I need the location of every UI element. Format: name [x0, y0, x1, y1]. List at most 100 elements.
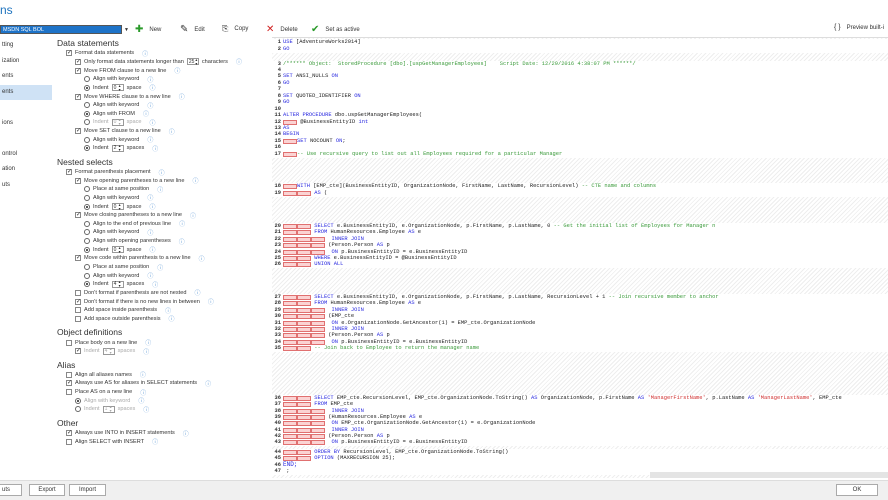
- checkbox[interactable]: [75, 307, 81, 314]
- radio-button[interactable]: [84, 246, 90, 253]
- copy-button[interactable]: ⎘Copy: [222, 24, 248, 34]
- info-icon[interactable]: ⓘ: [149, 205, 156, 212]
- info-icon[interactable]: ⓘ: [235, 60, 242, 67]
- sidebar-item[interactable]: [0, 131, 52, 147]
- info-icon[interactable]: ⓘ: [145, 341, 152, 348]
- checkbox[interactable]: ✓: [75, 348, 82, 355]
- radio-button[interactable]: [84, 281, 90, 288]
- checkbox[interactable]: ✓: [75, 128, 82, 135]
- delete-button[interactable]: ✕Delete: [266, 24, 298, 35]
- checkbox[interactable]: ✓: [75, 67, 82, 74]
- info-icon[interactable]: ⓘ: [207, 300, 214, 307]
- checkbox[interactable]: ✓: [66, 169, 73, 175]
- number-stepper[interactable]: 0▲▼: [111, 83, 124, 92]
- new-button[interactable]: ✚New: [135, 24, 161, 35]
- checkbox[interactable]: ✓: [66, 50, 73, 57]
- checkbox[interactable]: ✓: [75, 58, 82, 65]
- checkbox[interactable]: [66, 371, 72, 378]
- checkbox[interactable]: ✓: [75, 93, 82, 100]
- profile-dropdown[interactable]: MSDN SQL BOL: [0, 25, 122, 34]
- info-icon[interactable]: ⓘ: [152, 146, 159, 153]
- sidebar-item[interactable]: ation: [2, 166, 16, 172]
- number-stepper[interactable]: 4▲▼: [102, 347, 115, 356]
- sidebar-item[interactable]: ions: [2, 119, 14, 126]
- stepper-arrows-icon[interactable]: ▲▼: [117, 280, 122, 289]
- info-icon[interactable]: ⓘ: [147, 103, 154, 110]
- number-stepper[interactable]: 2▲▼: [111, 144, 124, 152]
- stepper-arrows-icon[interactable]: ▲▼: [194, 57, 199, 66]
- info-icon[interactable]: ⓘ: [140, 390, 147, 397]
- info-icon[interactable]: ⓘ: [168, 317, 175, 324]
- info-icon[interactable]: ⓘ: [205, 381, 212, 388]
- chevron-down-icon[interactable]: ▼: [124, 27, 129, 33]
- radio-button[interactable]: [84, 76, 90, 83]
- edit-button[interactable]: ✎Edit: [180, 24, 205, 35]
- radio-button[interactable]: [84, 203, 90, 210]
- stepper-arrows-icon[interactable]: ▲▼: [117, 245, 122, 254]
- checkbox[interactable]: ✓: [75, 298, 82, 305]
- stepper-arrows-icon[interactable]: ▲▼: [117, 83, 122, 92]
- checkbox[interactable]: ✓: [75, 177, 82, 184]
- info-icon[interactable]: ⓘ: [178, 239, 185, 246]
- horizontal-scrollbar[interactable]: [650, 472, 888, 478]
- info-icon[interactable]: ⓘ: [139, 373, 146, 380]
- radio-button[interactable]: [84, 145, 90, 152]
- info-icon[interactable]: ⓘ: [165, 308, 172, 315]
- info-icon[interactable]: ⓘ: [194, 291, 201, 298]
- checkbox[interactable]: ✓: [75, 212, 82, 219]
- checkbox[interactable]: ✓: [66, 380, 73, 387]
- sidebar-item[interactable]: ents: [0, 84, 52, 100]
- info-icon[interactable]: ⓘ: [157, 265, 164, 272]
- info-icon[interactable]: ⓘ: [142, 51, 149, 58]
- number-stepper[interactable]: 0▲▼: [111, 202, 124, 211]
- checkbox[interactable]: [75, 315, 81, 322]
- import-button[interactable]: Import: [69, 484, 106, 496]
- info-icon[interactable]: ⓘ: [147, 196, 154, 203]
- stepper-arrows-icon[interactable]: ▲▼: [108, 347, 113, 356]
- number-stepper[interactable]: 0▲▼: [111, 245, 124, 254]
- checkbox[interactable]: [66, 339, 72, 346]
- info-icon[interactable]: ⓘ: [182, 431, 189, 438]
- checkbox[interactable]: ✓: [75, 255, 82, 262]
- info-icon[interactable]: ⓘ: [147, 138, 154, 145]
- info-icon[interactable]: ⓘ: [152, 282, 159, 289]
- sidebar-item[interactable]: [0, 100, 52, 116]
- number-stepper[interactable]: 4▲▼: [111, 280, 124, 289]
- stepper-arrows-icon[interactable]: ▲▼: [117, 202, 122, 211]
- radio-button[interactable]: [84, 272, 90, 279]
- defaults-button[interactable]: uts: [0, 484, 22, 496]
- stepper-arrows-icon[interactable]: ▲▼: [117, 118, 122, 127]
- info-icon[interactable]: ⓘ: [147, 274, 154, 281]
- info-icon[interactable]: ⓘ: [178, 95, 185, 102]
- info-icon[interactable]: ⓘ: [157, 187, 164, 194]
- radio-button[interactable]: [84, 220, 90, 227]
- info-icon[interactable]: ⓘ: [143, 349, 150, 356]
- info-icon[interactable]: ⓘ: [147, 77, 154, 84]
- sidebar-item[interactable]: tting: [2, 42, 14, 48]
- radio-button[interactable]: [84, 194, 90, 201]
- info-icon[interactable]: ⓘ: [149, 120, 156, 127]
- info-icon[interactable]: ⓘ: [168, 129, 175, 136]
- radio-button[interactable]: [84, 186, 90, 193]
- info-icon[interactable]: ⓘ: [147, 231, 154, 237]
- radio-button[interactable]: [84, 119, 90, 126]
- radio-button[interactable]: [84, 136, 90, 143]
- info-icon[interactable]: ⓘ: [149, 86, 156, 93]
- export-button[interactable]: Export: [29, 484, 65, 496]
- radio-button[interactable]: [84, 102, 90, 109]
- info-icon[interactable]: ⓘ: [179, 222, 186, 229]
- info-icon[interactable]: ⓘ: [138, 399, 145, 406]
- radio-button[interactable]: [84, 238, 90, 245]
- info-icon[interactable]: ⓘ: [189, 213, 196, 220]
- radio-button[interactable]: [84, 84, 90, 91]
- checkbox[interactable]: ✓: [66, 430, 73, 437]
- checkbox[interactable]: [75, 289, 81, 296]
- sidebar-item[interactable]: ization: [2, 57, 20, 64]
- info-icon[interactable]: ⓘ: [149, 248, 156, 255]
- radio-button[interactable]: [84, 264, 90, 271]
- ok-button[interactable]: OK: [836, 484, 878, 496]
- info-icon[interactable]: ⓘ: [174, 69, 181, 76]
- info-icon[interactable]: ⓘ: [143, 407, 150, 414]
- info-icon[interactable]: ⓘ: [152, 440, 159, 447]
